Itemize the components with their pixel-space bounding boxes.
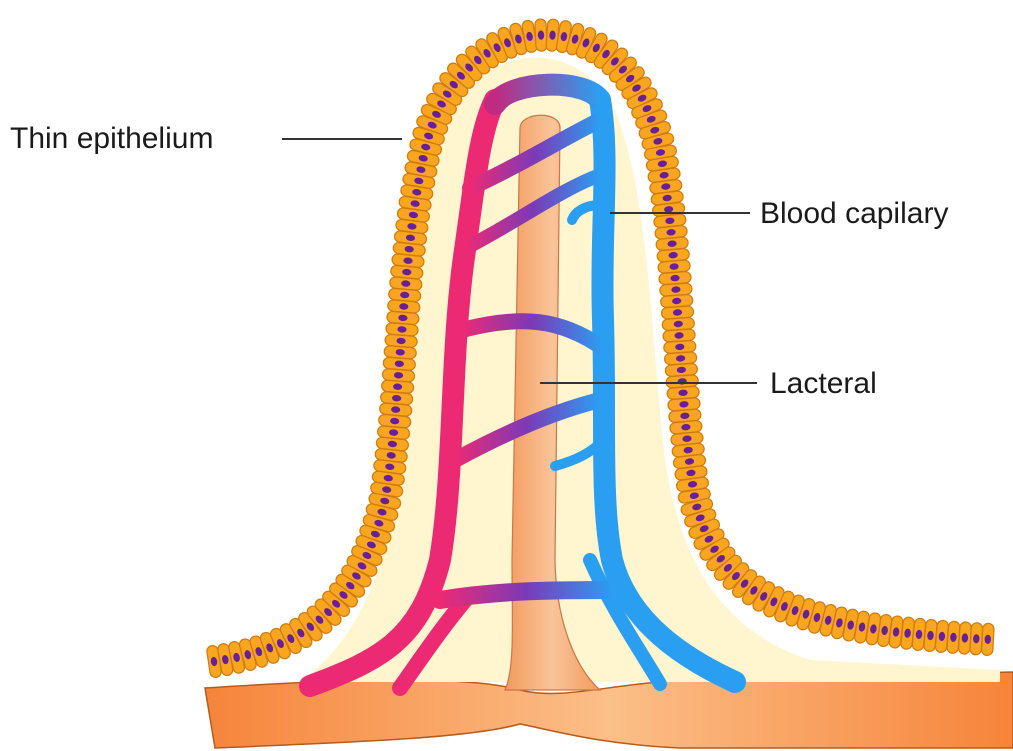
label-thin-epithelium: Thin epithelium <box>10 122 213 155</box>
epithelial-cell <box>535 19 548 51</box>
epithelial-cell <box>981 623 994 656</box>
label-lacteal: Lacteral <box>770 367 877 400</box>
label-blood-capillary: Blood capilary <box>760 197 948 230</box>
epithelial-cell <box>970 623 983 656</box>
